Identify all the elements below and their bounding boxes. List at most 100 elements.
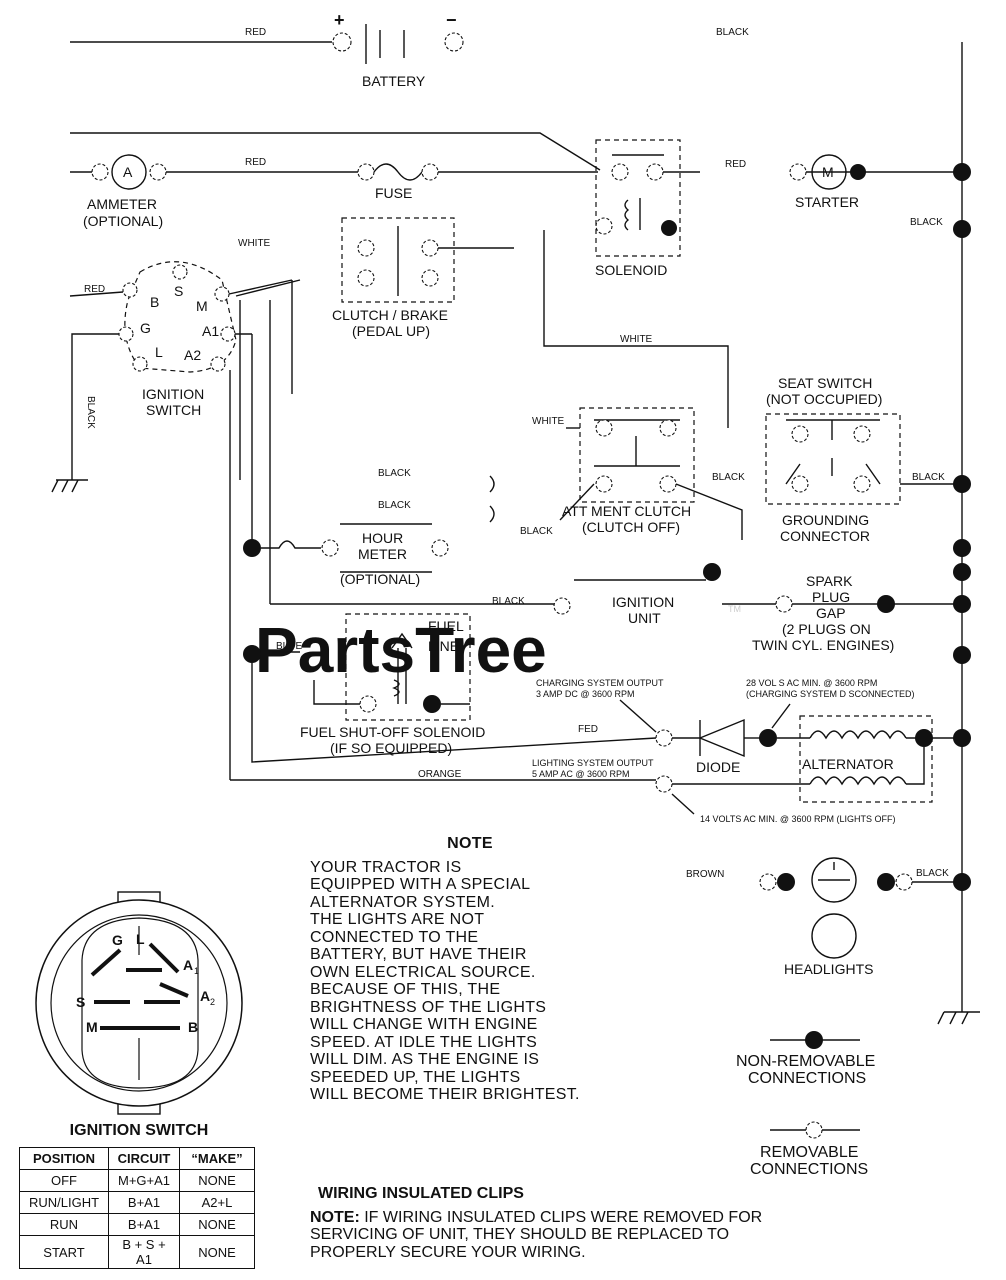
wire-label-red-battery: RED — [245, 27, 266, 38]
starter-symbol: M — [822, 164, 834, 180]
ign-term-m: M — [196, 298, 208, 314]
ignition-table: POSITION CIRCUIT “MAKE” OFF M+G+A1 NONE … — [19, 1147, 255, 1269]
hour-meter-label-1: HOUR — [362, 530, 403, 546]
note-line: WILL DIM. AS THE ENGINE IS — [310, 1051, 540, 1068]
clips-line: PROPERLY SECURE YOUR WIRING. — [310, 1243, 586, 1261]
seat-switch-label-1: SEAT SWITCH — [778, 375, 872, 391]
clutch-brake-switch — [341, 217, 514, 303]
face-term-g: G — [112, 932, 123, 948]
table-row: RUN B+A1 NONE — [19, 1213, 255, 1236]
fuel-solenoid — [313, 613, 471, 721]
alternator-label: ALTERNATOR — [802, 756, 894, 772]
headlights — [759, 857, 971, 959]
solenoid — [595, 139, 700, 257]
wire-label-black-starter: BLACK — [910, 217, 943, 228]
wire-label-black-seat: BLACK — [912, 472, 945, 483]
fuel-line-label-2: LINE — [428, 638, 459, 654]
clips-block: WIRING INSULATED CLIPS NOTE: IF WIRING I… — [310, 1185, 870, 1261]
note-line: YOUR TRACTOR IS — [310, 858, 462, 876]
table-cell: RUN — [19, 1213, 109, 1236]
starter — [789, 154, 971, 238]
wire-label-white-top: WHITE — [238, 238, 271, 249]
lighting-output-2: 5 AMP AC @ 3600 RPM — [532, 769, 630, 779]
wire-label-white-mid: WHITE — [620, 334, 653, 345]
table-cell: NONE — [179, 1213, 255, 1236]
hour-meter-label-3: (OPTIONAL) — [340, 571, 420, 587]
wire-label-red-starter: RED — [725, 159, 746, 170]
table-cell: START — [19, 1235, 109, 1269]
fuse — [357, 163, 598, 181]
diode-label: DIODE — [696, 759, 740, 775]
ign-term-a2: A2 — [184, 347, 201, 363]
table-row: START B + S + A1 NONE — [19, 1235, 255, 1269]
watermark: PartsTree — [255, 614, 547, 686]
note-line: CONNECTED TO THE — [310, 928, 479, 946]
clips-line: NOTE: IF WIRING INSULATED CLIPS WERE REM… — [310, 1209, 870, 1227]
charging-output-1: CHARGING SYSTEM OUTPUT — [536, 678, 664, 688]
clips-title: WIRING INSULATED CLIPS — [318, 1185, 524, 1202]
seat-switch — [765, 413, 971, 505]
note-line: WILL CHANGE WITH ENGINE — [310, 1016, 538, 1033]
ignition-switch-label-2: SWITCH — [146, 402, 201, 418]
legend-removable-2: CONNECTIONS — [750, 1161, 868, 1178]
battery-label: BATTERY — [362, 73, 426, 89]
wire-label-black-3: BLACK — [520, 526, 553, 537]
wire-label-black-2: BLACK — [378, 500, 411, 511]
hour-meter-label-2: METER — [358, 546, 407, 562]
lighting-volts: 14 VOLTS AC MIN. @ 3600 RPM (LIGHTS OFF) — [700, 814, 896, 824]
fuel-solenoid-label-1: FUEL SHUT-OFF SOLENOID — [300, 724, 485, 740]
clips-note-label: NOTE: — [310, 1208, 360, 1226]
note-line: SPEED. AT IDLE THE LIGHTS — [310, 1033, 538, 1051]
wire-label-black-att: BLACK — [712, 472, 745, 483]
legend — [770, 1031, 860, 1139]
note-title: NOTE — [447, 835, 493, 852]
ignition-switch-face — [35, 891, 243, 1115]
table-row: OFF M+G+A1 NONE — [19, 1169, 255, 1192]
clutch-brake-label-2: (PEDAL UP) — [352, 323, 430, 339]
grounding-label-2: CONNECTOR — [780, 528, 870, 544]
battery-plus: + — [334, 10, 345, 30]
table-cell: NONE — [179, 1169, 255, 1192]
solenoid-label: SOLENOID — [595, 262, 667, 278]
ignition-table-title: IGNITION SWITCH — [69, 1122, 209, 1139]
wire-label-orange: ORANGE — [418, 769, 462, 780]
grounding-label-1: GROUNDING — [782, 512, 869, 528]
wire-label-brown: BROWN — [686, 869, 724, 880]
starter-label: STARTER — [795, 194, 859, 210]
ignition-switch-label-1: IGNITION — [142, 386, 204, 402]
headlights-label: HEADLIGHTS — [784, 961, 873, 977]
spark-plug-label-5: TWIN CYL. ENGINES) — [752, 637, 894, 653]
spark-plug-label-3: GAP — [816, 605, 846, 621]
ignition-unit-label-2: UNIT — [628, 610, 661, 626]
table-cell: M+G+A1 — [108, 1169, 180, 1192]
face-term-a2-sub: 2 — [210, 997, 215, 1007]
wire-label-red-fed: FED — [578, 724, 598, 735]
seat-switch-label-2: (NOT OCCUPIED) — [766, 391, 882, 407]
ammeter — [70, 154, 358, 190]
hour-meter — [243, 523, 449, 573]
table-cell: NONE — [179, 1235, 255, 1269]
ammeter-label-2: (OPTIONAL) — [83, 213, 163, 229]
table-header: “MAKE” — [179, 1147, 255, 1170]
note-line: SPEEDED UP, THE LIGHTS — [310, 1068, 521, 1086]
wire-label-blue: BLUE — [276, 641, 302, 652]
note-line: EQUIPPED WITH A SPECIAL — [310, 876, 531, 893]
lighting-output-1: LIGHTING SYSTEM OUTPUT — [532, 758, 654, 768]
face-term-a1: A — [183, 957, 193, 973]
wire-label-red-ammeter: RED — [245, 157, 266, 168]
fuel-line-label-1: FUEL — [428, 618, 464, 634]
battery — [70, 24, 464, 64]
note-line: WILL BECOME THEIR BRIGHTEST. — [310, 1086, 580, 1103]
watermark-tm: TM — [728, 604, 741, 614]
table-header-row: POSITION CIRCUIT “MAKE” — [19, 1147, 255, 1170]
note-line: THE LIGHTS ARE NOT — [310, 911, 485, 928]
ammeter-symbol: A — [123, 164, 133, 180]
ammeter-label-1: AMMETER — [87, 196, 157, 212]
fuse-label: FUSE — [375, 185, 412, 201]
wire-label-black-top: BLACK — [716, 27, 749, 38]
charging-output-2: 3 AMP DC @ 3600 RPM — [536, 689, 635, 699]
face-term-l: L — [136, 931, 145, 947]
battery-minus: − — [446, 10, 457, 30]
spark-plug-label-2: PLUG — [812, 589, 850, 605]
